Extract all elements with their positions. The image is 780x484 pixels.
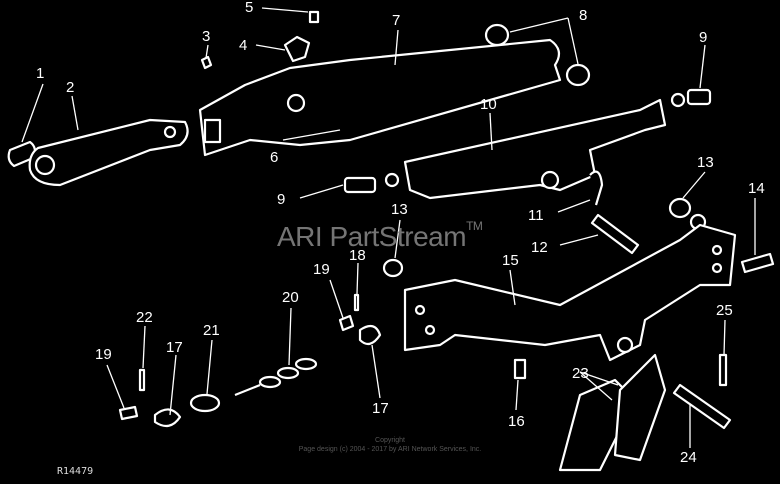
part-15-drawbar: [403, 223, 737, 362]
callout-7[interactable]: 7: [392, 12, 401, 29]
callout-19[interactable]: 19: [313, 261, 330, 278]
part-9-bolt: [670, 88, 712, 108]
trademark: TM: [466, 219, 483, 233]
callout-21[interactable]: 21: [203, 322, 220, 339]
part-7-upper-link: [198, 38, 562, 157]
part-19-bolt: [338, 314, 355, 332]
callout-13b[interactable]: 13: [391, 201, 408, 218]
part-16-bolt: [513, 358, 527, 380]
figure-reference: R14479: [57, 466, 94, 477]
callout-6[interactable]: 6: [270, 149, 279, 166]
callout-4[interactable]: 4: [239, 37, 248, 54]
part-12-pin: [590, 213, 640, 255]
part-20-chain: [234, 357, 318, 397]
part-5-screw: [308, 10, 320, 24]
part-21-ring: [189, 393, 221, 413]
part-8-bushing: [565, 63, 591, 87]
callout-1[interactable]: 1: [36, 65, 45, 82]
callout-19b[interactable]: 19: [95, 346, 112, 363]
callout-9b[interactable]: 9: [277, 191, 286, 208]
copyright-label: Copyright: [375, 437, 405, 444]
callout-17b[interactable]: 17: [372, 400, 389, 417]
part-11-clip: [589, 170, 604, 206]
callout-25[interactable]: 25: [716, 302, 733, 319]
part-18-pin: [353, 293, 360, 312]
part-8-bushing: [484, 23, 510, 47]
callout-20[interactable]: 20: [282, 289, 299, 306]
part-13-nut: [382, 258, 404, 278]
callout-22[interactable]: 22: [136, 309, 153, 326]
callout-11[interactable]: 11: [528, 207, 544, 224]
callout-17[interactable]: 17: [166, 339, 183, 356]
part-2-link: [28, 118, 189, 187]
callout-15[interactable]: 15: [502, 252, 519, 269]
part-4-fitting: [283, 35, 311, 63]
callout-9[interactable]: 9: [699, 29, 708, 46]
part-14-bolt: [740, 252, 775, 274]
part-17-clevis: [153, 408, 182, 428]
callout-3[interactable]: 3: [202, 28, 211, 45]
part-22-pin: [138, 368, 146, 392]
watermark-text: ARI PartStream: [277, 221, 467, 252]
callout-10[interactable]: 10: [480, 96, 497, 113]
callout-8[interactable]: 8: [579, 7, 588, 24]
callout-13[interactable]: 13: [697, 154, 714, 171]
watermark: ARI PartStreamTM: [277, 219, 483, 253]
callout-14[interactable]: 14: [748, 180, 765, 197]
callout-18[interactable]: 18: [349, 247, 366, 264]
callout-12[interactable]: 12: [531, 239, 548, 256]
part-17-clevis: [358, 324, 382, 346]
part-24-bolt: [672, 383, 732, 430]
callout-2[interactable]: 2: [66, 79, 75, 96]
copyright-text: Page design (c) 2004 - 2017 by ARI Netwo…: [298, 446, 482, 453]
callout-16[interactable]: 16: [508, 413, 525, 430]
part-10-bar: [403, 98, 667, 200]
callout-5[interactable]: 5: [245, 0, 254, 16]
part-25-pin: [718, 353, 728, 387]
callout-24[interactable]: 24: [680, 449, 697, 466]
leader-lines: [21, 7, 756, 448]
part-13-nut: [668, 197, 692, 219]
callout-23[interactable]: 23: [572, 365, 589, 382]
part-3-pin: [200, 55, 213, 70]
part-19-bolt: [118, 405, 139, 421]
part-9-bolt: [343, 172, 400, 194]
